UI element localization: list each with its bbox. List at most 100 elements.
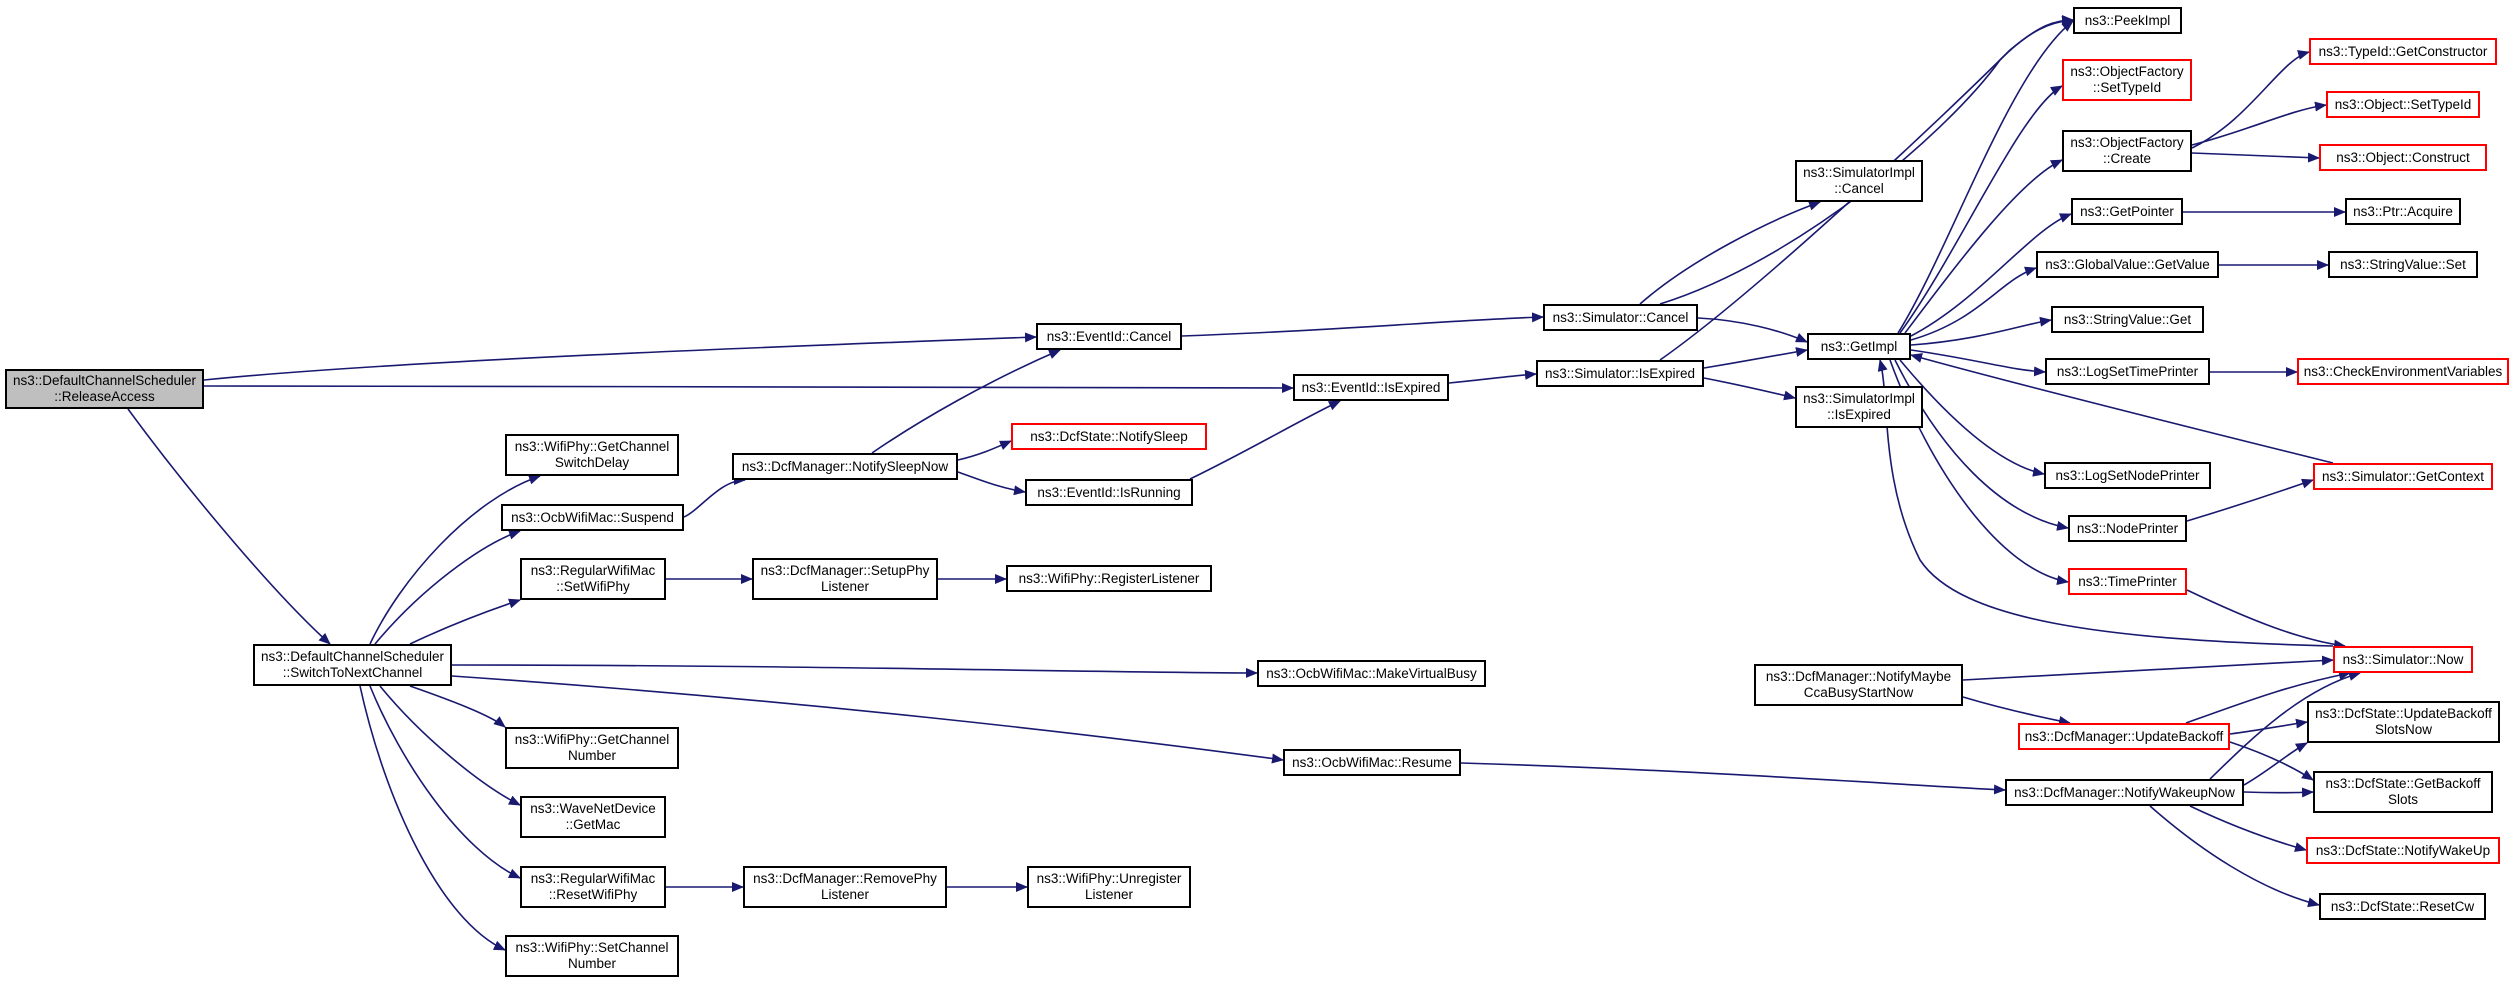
edge-get-impl-to-objectfactory-create [1904,159,2063,334]
edge-simulator-cancel-to-simulatorimpl-cancel [1639,201,1821,305]
edge-simulator-cancel-to-get-impl [1697,317,1808,343]
edge-get-impl-to-objectfactory-set-type-id [1899,85,2063,334]
edge-maybe-cca-busy-to-dcfmanager-update-backoff [1962,696,2071,726]
edge-resume-to-dcfmanager-notify-wakeup-now [1460,762,2006,795]
node-dcfmanager-notify-sleep-now[interactable]: ns3::DcfManager::NotifySleepNow [732,453,958,480]
node-object-set-type-id[interactable]: ns3::Object::SetTypeId [2326,91,2480,118]
edge-switch-to-wifiphy-set-channel-number [359,685,506,951]
edge-switch-to-regularwifimac-reset-wifi-phy [369,685,521,879]
node-log-set-node-printer[interactable]: ns3::LogSetNodePrinter [2044,462,2211,489]
edge-get-impl-to-log-set-time-printer [1910,349,2046,377]
edge-objectfactory-create-to-object-set-type-id [2191,101,2327,146]
node-simulator-get-context[interactable]: ns3::Simulator::GetContext [2313,463,2493,490]
edge-get-impl-to-globalvalue-get-value [1910,266,2037,341]
node-stringvalue-get[interactable]: ns3::StringValue::Get [2051,306,2204,333]
edge-notify-wakeup-now-to-dcfstate-update-backoff-slots-now [2243,742,2308,786]
node-dcfmanager-notify-wakeup-now[interactable]: ns3::DcfManager::NotifyWakeupNow [2005,779,2244,806]
edge-notify-sleep-now-to-event-id-cancel [871,349,1061,454]
edge-is-running-to-event-id-is-expired [1189,400,1341,480]
node-wavenetdevice-get-mac[interactable]: ns3::WaveNetDevice ::GetMac [520,796,666,838]
node-objectfactory-create[interactable]: ns3::ObjectFactory ::Create [2062,130,2192,172]
node-time-printer[interactable]: ns3::TimePrinter [2068,568,2187,595]
node-regularwifimac-reset-wifi-phy[interactable]: ns3::RegularWifiMac ::ResetWifiPhy [520,866,666,908]
edge-get-impl-to-get-pointer [1910,213,2072,337]
node-typeid-get-constructor[interactable]: ns3::TypeId::GetConstructor [2309,38,2497,65]
node-get-impl[interactable]: ns3::GetImpl [1807,333,1911,360]
node-dcfmanager-notify-maybe-cca-busy-start-now[interactable]: ns3::DcfManager::NotifyMaybe CcaBusyStar… [1754,664,1963,706]
node-objectfactory-set-type-id[interactable]: ns3::ObjectFactory ::SetTypeId [2062,59,2192,101]
edge-release-access-to-event-id-cancel [203,332,1037,381]
edge-switch-to-regularwifimac-set-wifi-phy [409,598,521,645]
node-peek-impl[interactable]: ns3::PeekImpl [2073,7,2182,34]
edge-update-backoff-to-dcfstate-get-backoff-slots [2229,741,2314,781]
edge-simulator-is-expired-to-get-impl [1703,347,1808,369]
node-switch-to-next-channel[interactable]: ns3::DefaultChannelScheduler ::SwitchToN… [253,644,452,686]
node-check-environment-variables[interactable]: ns3::CheckEnvironmentVariables [2297,358,2509,385]
node-node-printer[interactable]: ns3::NodePrinter [2068,515,2187,542]
node-dcfmanager-update-backoff[interactable]: ns3::DcfManager::UpdateBackoff [2018,723,2230,750]
edge-get-impl-to-stringvalue-get [1910,316,2052,346]
node-dcfmanager-remove-phy-listener[interactable]: ns3::DcfManager::RemovePhy Listener [743,866,947,908]
edge-maybe-cca-busy-to-simulator-now [1962,655,2334,681]
call-edges [127,15,2361,951]
edge-get-impl-to-log-set-node-printer [1899,359,2045,477]
edge-switch-to-wavenetdevice-get-mac [379,685,521,806]
edge-switch-to-wifiphy-get-channel-switch-delay [369,474,541,645]
edge-switch-to-ocbwifimac-resume [451,675,1284,764]
node-event-id-cancel[interactable]: ns3::EventId::Cancel [1036,323,1182,350]
edge-time-printer-to-simulator-now [2186,589,2346,650]
edge-notify-sleep-now-to-dcfstate-notify-sleep [957,440,1012,461]
edge-get-impl-to-peek-impl [1897,20,2074,334]
node-dcfstate-update-backoff-slots-now[interactable]: ns3::DcfState::UpdateBackoff SlotsNow [2307,701,2500,743]
edge-simulator-is-expired-to-peek-impl [1659,15,2074,361]
edge-objectfactory-create-to-object-construct [2191,152,2320,163]
edge-simulator-now-to-get-impl [1877,359,2334,647]
edge-event-id-is-expired-to-simulator-is-expired [1448,369,1537,384]
node-dcfstate-notify-sleep[interactable]: ns3::DcfState::NotifySleep [1011,423,1207,450]
edge-simulator-is-expired-to-simulatorimpl-is-expired [1703,377,1796,401]
node-simulator-now[interactable]: ns3::Simulator::Now [2333,646,2473,673]
node-globalvalue-get-value[interactable]: ns3::GlobalValue::GetValue [2036,251,2219,278]
node-wifiphy-get-channel-switch-delay[interactable]: ns3::WifiPhy::GetChannel SwitchDelay [505,434,679,476]
edge-simulator-get-context-to-get-impl [1910,353,2334,464]
node-stringvalue-set[interactable]: ns3::StringValue::Set [2328,251,2478,278]
edge-notify-wakeup-now-to-dcfstate-notify-wake-up [2189,805,2307,852]
node-dcfstate-reset-cw[interactable]: ns3::DcfState::ResetCw [2319,893,2486,920]
node-dcfstate-notify-wake-up[interactable]: ns3::DcfState::NotifyWakeUp [2306,837,2500,864]
node-ocbwifimac-resume[interactable]: ns3::OcbWifiMac::Resume [1283,749,1461,776]
edge-node-printer-to-simulator-get-context [2186,478,2314,522]
edge-update-backoff-to-dcfstate-update-backoff-slots-now [2229,718,2308,735]
edge-event-id-cancel-to-simulator-cancel [1181,312,1544,337]
edge-notify-wakeup-now-to-simulator-now [2209,671,2361,780]
node-regularwifimac-set-wifi-phy[interactable]: ns3::RegularWifiMac ::SetWifiPhy [520,558,666,600]
node-event-id-is-running[interactable]: ns3::EventId::IsRunning [1025,479,1193,506]
edge-switch-to-wifiphy-get-channel-number [409,685,506,728]
node-wifiphy-register-listener[interactable]: ns3::WifiPhy::RegisterListener [1006,565,1212,592]
edge-switch-to-ocbwifimac-suspend [374,529,521,645]
node-wifiphy-unregister-listener[interactable]: ns3::WifiPhy::Unregister Listener [1027,866,1191,908]
node-simulator-is-expired[interactable]: ns3::Simulator::IsExpired [1536,360,1704,387]
node-object-construct[interactable]: ns3::Object::Construct [2319,144,2487,171]
node-simulatorimpl-is-expired[interactable]: ns3::SimulatorImpl ::IsExpired [1795,386,1923,428]
node-dcfstate-get-backoff-slots[interactable]: ns3::DcfState::GetBackoff Slots [2313,771,2493,813]
node-ptr-acquire[interactable]: ns3::Ptr::Acquire [2345,198,2461,225]
edge-release-access-to-switch-to-next-channel [127,408,331,645]
edge-notify-wakeup-now-to-dcfstate-reset-cw [2149,805,2320,908]
node-release-access: ns3::DefaultChannelScheduler ::ReleaseAc… [5,369,204,409]
edge-switch-to-ocbwifimac-make-virtual-busy [451,664,1258,678]
node-event-id-is-expired[interactable]: ns3::EventId::IsExpired [1293,374,1449,401]
edge-update-backoff-to-simulator-now [2185,670,2351,724]
node-simulatorimpl-cancel[interactable]: ns3::SimulatorImpl ::Cancel [1795,160,1923,202]
edge-notify-wakeup-now-to-dcfstate-get-backoff-slots [2243,787,2314,798]
node-wifiphy-set-channel-number[interactable]: ns3::WifiPhy::SetChannel Number [505,935,679,977]
node-get-pointer[interactable]: ns3::GetPointer [2071,198,2183,225]
edge-objectfactory-create-to-typeid-get-constructor [2191,50,2310,149]
node-ocbwifimac-suspend[interactable]: ns3::OcbWifiMac::Suspend [501,504,684,531]
edge-suspend-to-dcfmanager-notify-sleep-now [683,475,746,518]
node-simulator-cancel[interactable]: ns3::Simulator::Cancel [1543,304,1698,331]
node-wifiphy-get-channel-number[interactable]: ns3::WifiPhy::GetChannel Number [505,727,679,769]
node-log-set-time-printer[interactable]: ns3::LogSetTimePrinter [2045,358,2210,385]
node-dcfmanager-setup-phy-listener[interactable]: ns3::DcfManager::SetupPhy Listener [752,558,938,600]
node-ocbwifimac-make-virtual-busy[interactable]: ns3::OcbWifiMac::MakeVirtualBusy [1257,660,1486,687]
